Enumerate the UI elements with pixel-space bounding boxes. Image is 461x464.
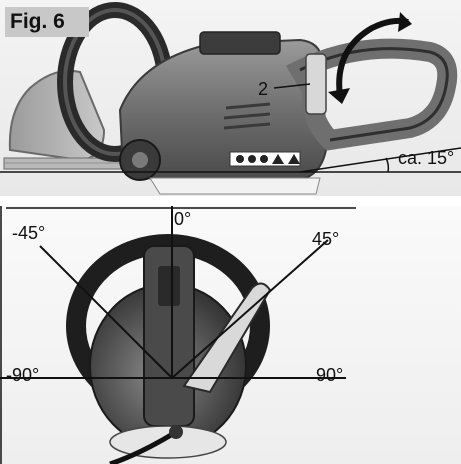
- angle-label-minus-45: -45°: [12, 223, 46, 243]
- hedge-trimmer-side-photo: [0, 0, 461, 196]
- figure-label: Fig. 6: [5, 7, 89, 37]
- tilt-angle-label: ca. 15°: [398, 148, 455, 168]
- callout-number-2: 2: [258, 79, 269, 99]
- hedge-trimmer-front-photo: [0, 206, 461, 464]
- angle-label-minus-90: -90°: [6, 365, 40, 385]
- angle-label-90: 90°: [316, 365, 344, 385]
- angle-label-0: 0°: [174, 209, 192, 229]
- angle-label-45: 45°: [312, 229, 340, 249]
